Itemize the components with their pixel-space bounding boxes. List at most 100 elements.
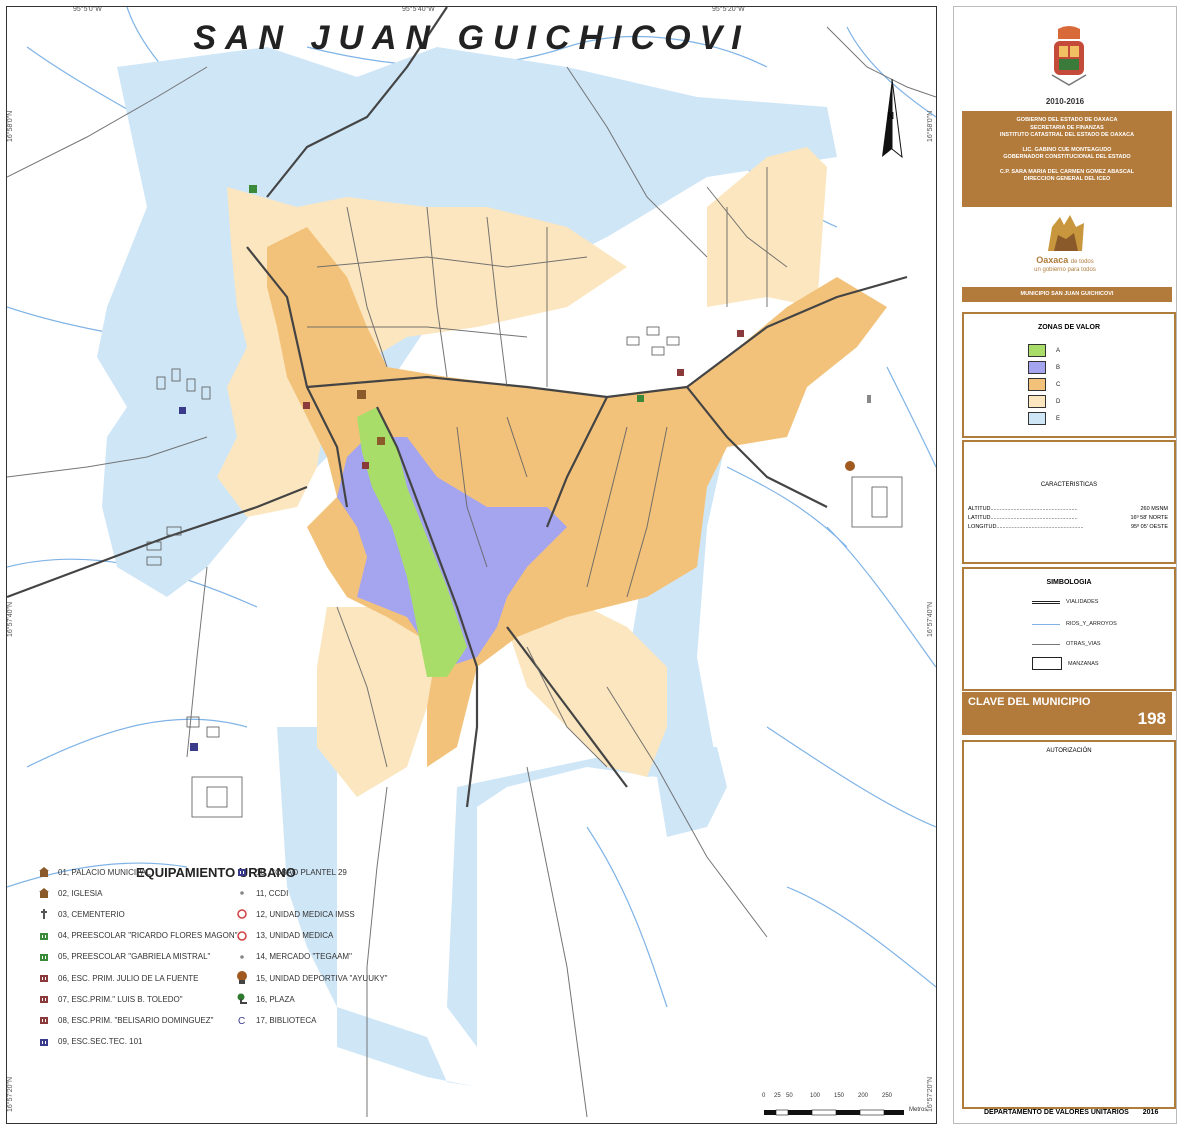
school-icon <box>37 1035 51 1049</box>
scale-tick-label: 250 <box>882 1093 893 1099</box>
caracteristica-label: LONGITUD................................… <box>968 524 1084 530</box>
legend-item: 04, PREESCOLAR "RICARDO FLORES MAGON" <box>37 927 238 945</box>
oaxaca-tagline: un gobierno para todos <box>1034 267 1096 273</box>
building-icon <box>37 865 51 879</box>
symbol-label: RIOS_Y_ARROYOS <box>1066 621 1117 627</box>
coord-left-1: 16°58'0"N <box>7 110 14 142</box>
caracteristica-row: ALTITUD.................................… <box>968 506 1168 512</box>
plaza-icon <box>235 992 249 1006</box>
municipio-label: MUNICIPIO SAN JUAN GUICHICOVI <box>962 287 1172 302</box>
scale-tick-label: 50 <box>786 1093 793 1099</box>
medical-icon <box>235 929 249 943</box>
zona-label: A <box>1056 347 1061 354</box>
legend-item-label: 03, CEMENTERIO <box>58 909 125 919</box>
scale-tick-label: 200 <box>858 1093 869 1099</box>
caracteristica-value: 95º 05' OESTE <box>1131 524 1168 530</box>
symbol-label: VIALIDADES <box>1066 599 1099 605</box>
school-icon <box>37 929 51 943</box>
river-line-icon <box>1032 623 1060 625</box>
school-icon <box>37 992 51 1006</box>
legend-item-label: 07, ESC.PRIM." LUIS B. TOLEDO" <box>58 994 183 1004</box>
gov-line: GOBIERNO DEL ESTADO DE OAXACA <box>1016 117 1118 123</box>
coord-top-2: 95°5'40"W <box>402 6 435 13</box>
footer-year: 2016 <box>1142 1109 1159 1116</box>
coat-of-arms-logo <box>1051 26 1087 86</box>
medical-icon <box>235 907 249 921</box>
streets <box>7 26 936 1118</box>
legend-item: 01, PALACIO MUNICIPAL <box>37 863 151 881</box>
zona-swatch <box>1028 344 1046 357</box>
zone-d-area-south <box>317 607 447 797</box>
coord-top-3: 95°5'20"W <box>712 6 745 13</box>
caracteristica-label: ALTITUD.................................… <box>968 506 1078 512</box>
zona-item: C <box>1028 378 1060 391</box>
building-blocks <box>146 326 903 818</box>
scale-tick-label: 150 <box>834 1093 845 1099</box>
clave-label: CLAVE DEL MUNICIPIO <box>968 696 1091 708</box>
scale-tick-label: 100 <box>810 1093 821 1099</box>
school-icon <box>37 1013 51 1027</box>
school-icon <box>37 950 51 964</box>
north-arrow: N <box>882 78 903 159</box>
gov-line: LIC. GABINO CUE MONTEAGUDO <box>1022 146 1112 153</box>
clave-municipio-band: CLAVE DEL MUNICIPIO 198 <box>962 692 1172 735</box>
legend-item: 02, IGLESIA <box>37 884 102 902</box>
scale-unit-label: Metros <box>909 1107 928 1113</box>
oaxaca-logo-text: Oaxaca de todos <box>954 255 1176 265</box>
coord-right-2: 16°57'40"N <box>927 601 934 637</box>
legend-item-label: 15, UNIDAD DEPORTIVA "AYUUKY" <box>256 973 388 983</box>
gov-line: SECRETARIA DE FINANZAS <box>1030 124 1104 131</box>
caracteristica-row: LONGITUD................................… <box>968 524 1168 530</box>
map-canvas[interactable]: N <box>7 7 936 1123</box>
zona-label: D <box>1056 398 1061 405</box>
legend-item-label: 05, PREESCOLAR "GABRIELA MISTRAL" <box>58 952 211 962</box>
autorizacion-label: AUTORIZACIÓN <box>1046 748 1092 754</box>
caracteristica-value: 260 MSNM <box>1140 506 1168 512</box>
zona-item: D <box>1028 395 1060 408</box>
symbol-vialidades: VIALIDADES <box>1032 599 1098 605</box>
caracteristica-value: 16º 58' NORTE <box>1130 515 1168 521</box>
info-panel: 2010-2016 GOBIERNO DEL ESTADO DE OAXACA … <box>953 6 1177 1124</box>
legend-item-label: 09, ESC.SEC.TEC. 101 <box>58 1037 143 1047</box>
clave-value: 198 <box>1137 709 1166 728</box>
legend-item: 10, COBAO PLANTEL 29 <box>235 863 347 881</box>
map-area[interactable]: N SAN JUAN GUICHICOVI 95°5'0"W 95°5'40"W… <box>6 6 937 1124</box>
legend-item: 16, PLAZA <box>235 990 295 1008</box>
map-title: SAN JUAN GUICHICOVI <box>193 19 750 57</box>
scale-bar-graphic <box>764 1109 904 1116</box>
gov-line: DIRECCION GENERAL DEL ICEO <box>1023 176 1111 182</box>
legend-item-label: 01, PALACIO MUNICIPAL <box>58 867 151 877</box>
symbol-otras-vias: OTRAS_VIAS <box>1032 641 1101 647</box>
sports-icon <box>235 971 249 985</box>
svg-text:C: C <box>238 1016 245 1025</box>
gov-line: GOBERNADOR CONSTITUCIONAL DEL ESTADO <box>1003 154 1131 160</box>
coord-left-2: 16°57'40"N <box>7 601 14 637</box>
legend-item-label: 17, BIBLIOTECA <box>256 1015 317 1025</box>
legend-item-label: 10, COBAO PLANTEL 29 <box>256 867 347 877</box>
school-icon <box>37 971 51 985</box>
zona-item: E <box>1028 412 1060 425</box>
oaxaca-logo-small: de todos <box>1070 259 1094 265</box>
simbologia-title: SIMBOLOGIA <box>1046 579 1092 586</box>
zona-item: A <box>1028 344 1060 357</box>
legend-item: 08, ESC.PRIM. "BELISARIO DOMINGUEZ" <box>37 1011 214 1029</box>
symbol-label: MANZANAS <box>1068 660 1099 667</box>
legend-item: 13, UNIDAD MEDICA <box>235 927 333 945</box>
zona-label: E <box>1056 415 1061 422</box>
legend-item-label: 16, PLAZA <box>256 994 295 1004</box>
gov-line: INSTITUTO CATASTRAL DEL ESTADO DE OAXACA <box>999 132 1135 138</box>
legend-item: 14, MERCADO "TEGAAM" <box>235 948 352 966</box>
zona-swatch <box>1028 395 1046 408</box>
legend-item: 07, ESC.PRIM." LUIS B. TOLEDO" <box>37 990 183 1008</box>
zona-swatch <box>1028 412 1046 425</box>
legend-item: 11, CCDI <box>235 884 288 902</box>
zona-label: C <box>1056 381 1061 388</box>
symbol-rios: RIOS_Y_ARROYOS <box>1032 621 1117 627</box>
market-icon <box>235 950 249 964</box>
legend-item: 09, ESC.SEC.TEC. 101 <box>37 1033 142 1051</box>
simbologia-box: SIMBOLOGIA VIALIDADES RIOS_Y_ARROYOS OTR… <box>962 567 1176 691</box>
legend-item-label: 14, MERCADO "TEGAAM" <box>256 952 352 962</box>
legend-title: EQUIPAMIENTO URBANO <box>136 865 296 880</box>
